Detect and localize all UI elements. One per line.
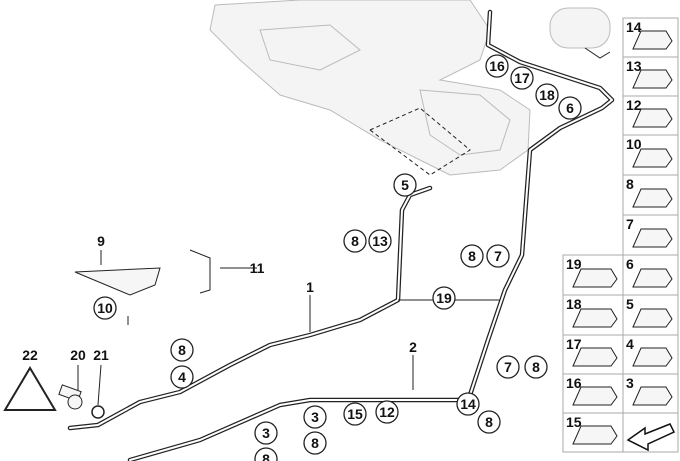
callout-5[interactable]: 5	[401, 177, 409, 193]
callout-15[interactable]: 15	[347, 406, 363, 422]
part-number: 10	[626, 136, 642, 152]
callout-7[interactable]: 7	[504, 359, 512, 375]
callout-8[interactable]: 8	[468, 248, 476, 264]
callout-13[interactable]: 13	[372, 233, 388, 249]
callout-7[interactable]: 7	[494, 248, 502, 264]
part-number: 18	[566, 296, 582, 312]
label-21[interactable]: 21	[93, 347, 109, 363]
callout-16[interactable]: 16	[489, 58, 505, 74]
clip-part-icon	[632, 386, 673, 406]
part-number: 14	[626, 19, 642, 35]
clip-part-icon	[632, 148, 673, 168]
clip-part-icon	[632, 347, 673, 367]
arrow-icon	[626, 423, 676, 452]
part-number: 5	[626, 296, 634, 312]
clip-part-icon	[632, 228, 673, 248]
clip-part-icon	[632, 308, 673, 328]
clip-part-icon	[632, 188, 673, 208]
callout-18[interactable]: 18	[539, 87, 555, 103]
fuel-tank-illustration	[209, 0, 531, 176]
part-number: 6	[626, 256, 634, 272]
part-number: 4	[626, 336, 634, 352]
part-number: 13	[626, 58, 642, 74]
bracket-illustration	[74, 249, 500, 390]
clip-part-icon	[572, 308, 618, 328]
callout-6[interactable]: 6	[566, 100, 574, 116]
callout-10[interactable]: 10	[97, 300, 113, 316]
clip-part-icon	[572, 347, 618, 367]
part-number: 15	[566, 414, 582, 430]
fuel-lines	[67, 9, 615, 461]
label-9[interactable]: 9	[97, 233, 105, 249]
part-number: 7	[626, 216, 634, 232]
callout-17[interactable]: 17	[514, 70, 530, 86]
callout-8[interactable]: 8	[178, 342, 186, 358]
part-number: 3	[626, 375, 634, 391]
label-1[interactable]: 1	[306, 279, 314, 295]
clip-part-icon	[632, 69, 673, 89]
clip-part-icon	[572, 268, 618, 288]
callout-4[interactable]: 4	[178, 369, 186, 385]
callout-8[interactable]: 8	[311, 435, 319, 451]
label-11[interactable]: 11	[250, 260, 265, 276]
clip-part-icon	[572, 425, 618, 445]
label-2[interactable]: 2	[409, 339, 417, 355]
callouts	[93, 54, 582, 461]
callout-8[interactable]: 8	[532, 359, 540, 375]
clip-part-icon	[572, 386, 618, 406]
callout-3[interactable]: 3	[311, 409, 319, 425]
callout-3[interactable]: 3	[262, 425, 270, 441]
carbon-canister-illustration	[549, 7, 611, 59]
part-number: 16	[566, 375, 582, 391]
clip-part-icon	[632, 268, 673, 288]
clip-part-icon	[632, 30, 673, 50]
callout-8[interactable]: 8	[262, 451, 270, 461]
part-number: 12	[626, 97, 642, 113]
warning-triangle-icon	[3, 366, 57, 411]
callout-8[interactable]: 8	[351, 233, 359, 249]
parts-panel: 14 13 12 10 8 7 6 5 4 3 19 18 17 16 15	[562, 17, 679, 453]
callout-19[interactable]: 19	[436, 290, 452, 306]
part-number: 19	[566, 256, 582, 272]
callout-12[interactable]: 12	[379, 404, 395, 420]
clip-part-icon	[632, 108, 673, 128]
vent-valve-illustration	[3, 364, 105, 419]
callout-8[interactable]: 8	[485, 414, 493, 430]
label-22[interactable]: 22	[22, 347, 38, 363]
callout-14[interactable]: 14	[460, 396, 476, 412]
part-number: 17	[566, 336, 582, 352]
label-20[interactable]: 20	[70, 347, 86, 363]
part-number: 8	[626, 176, 634, 192]
